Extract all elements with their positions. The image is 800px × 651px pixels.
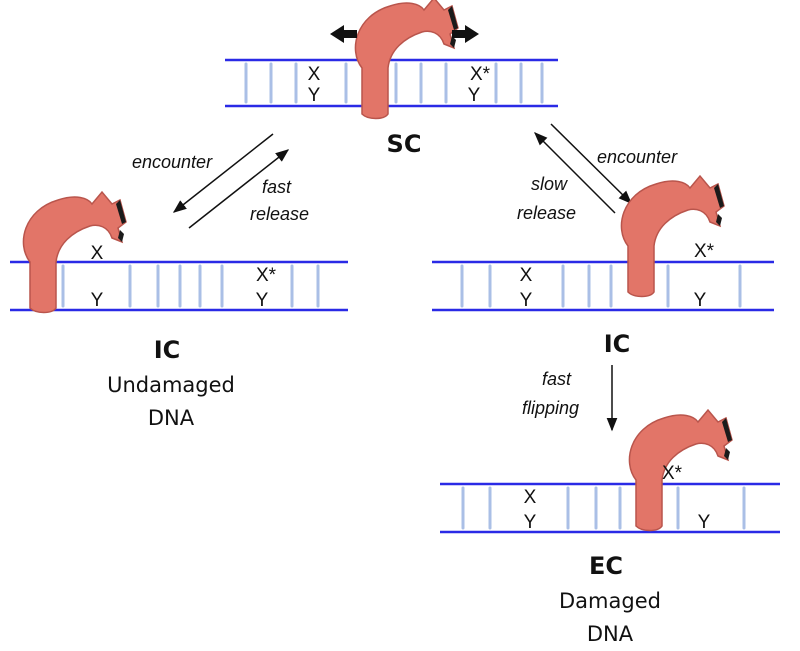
ec-base-y-2: Y bbox=[698, 512, 711, 533]
sc-base-y-2: Y bbox=[468, 85, 481, 106]
sc-base-x-damaged: X* bbox=[470, 64, 491, 85]
ec-base-pair-rungs bbox=[461, 486, 746, 530]
left-release-arrow bbox=[188, 149, 290, 229]
left-encounter-label: encounter bbox=[132, 152, 213, 172]
ec-complex: X Y X* Y EC Damaged DNA bbox=[440, 409, 780, 646]
flipping-label-line2: flipping bbox=[522, 398, 579, 418]
left-release-label-line1: fast bbox=[262, 177, 292, 197]
flipping-label-line1: fast bbox=[542, 369, 572, 389]
ic-right-protein-icon bbox=[620, 175, 725, 298]
ec-label: EC bbox=[589, 552, 623, 580]
ic-damaged-complex: X Y X* Y IC bbox=[432, 175, 774, 358]
sc-base-x: X bbox=[308, 64, 321, 85]
left-encounter-arrow bbox=[172, 133, 274, 213]
ec-base-y: Y bbox=[524, 512, 537, 533]
sc-base-pair-rungs bbox=[244, 62, 544, 104]
ic-left-base-x-damaged: X* bbox=[256, 265, 277, 286]
sc-complex: X Y X* Y SC bbox=[225, 0, 558, 158]
right-encounter-arrow bbox=[550, 123, 632, 204]
left-release-label-line2: release bbox=[250, 204, 309, 224]
right-equilibrium-arrows: encounter slow release bbox=[517, 123, 678, 223]
ic-right-base-pair-rungs bbox=[460, 264, 742, 308]
sc-label: SC bbox=[387, 130, 422, 158]
ic-left-base-pair-rungs bbox=[61, 264, 320, 308]
right-encounter-label: encounter bbox=[597, 147, 678, 167]
ic-undamaged-complex: X Y X* Y IC Undamaged DNA bbox=[10, 191, 348, 430]
flipping-arrow-group: fast flipping bbox=[522, 365, 618, 432]
left-equilibrium-arrows: encounter fast release bbox=[132, 133, 309, 229]
sc-dna: X Y X* Y bbox=[225, 58, 558, 108]
left-move-arrow-icon bbox=[330, 25, 357, 43]
ic-left-label: IC bbox=[154, 336, 181, 364]
ic-right-label: IC bbox=[604, 330, 631, 358]
ec-base-x-damaged: X* bbox=[662, 463, 683, 484]
ic-left-base-x: X bbox=[91, 243, 104, 264]
ic-right-base-x-damaged: X* bbox=[694, 241, 715, 262]
ec-sub-line2: DNA bbox=[587, 622, 634, 646]
ic-left-protein-icon bbox=[22, 191, 127, 314]
right-release-label-line1: slow bbox=[531, 174, 568, 194]
ic-left-base-y: Y bbox=[91, 290, 104, 311]
ic-left-base-y-2: Y bbox=[256, 290, 269, 311]
ic-right-base-y-2: Y bbox=[694, 290, 707, 311]
right-release-arrow bbox=[534, 132, 616, 214]
right-move-arrow-icon bbox=[452, 25, 479, 43]
ic-left-sub-line2: DNA bbox=[148, 406, 195, 430]
ec-base-x: X bbox=[524, 487, 537, 508]
ic-right-base-y: Y bbox=[520, 290, 533, 311]
ic-left-sub-line1: Undamaged bbox=[107, 373, 235, 397]
ec-sub-line1: Damaged bbox=[559, 589, 661, 613]
right-release-label-line2: release bbox=[517, 203, 576, 223]
sc-base-y: Y bbox=[308, 85, 321, 106]
ic-right-base-x: X bbox=[520, 265, 533, 286]
